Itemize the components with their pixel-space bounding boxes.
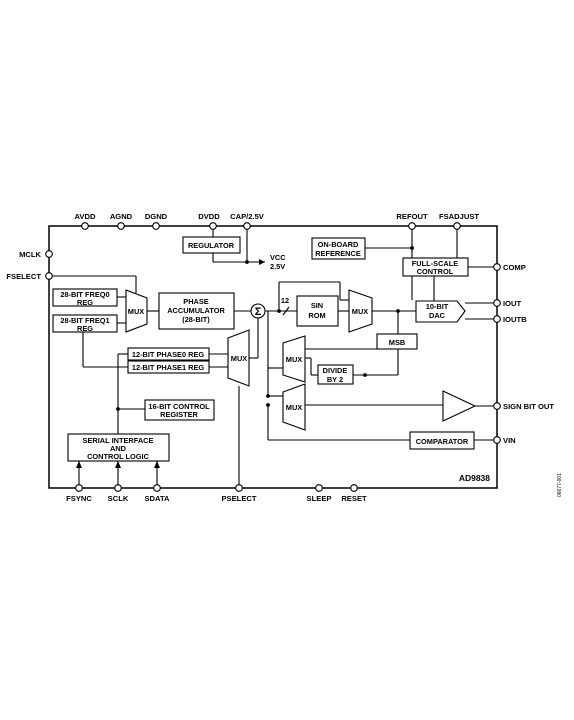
top-pins: AVDD AGND DGND DVDD CAP/2.5V REFOUT FSAD… [75, 212, 479, 230]
serial-interface-block: SERIAL INTERFACE AND CONTROL LOGIC [67, 433, 170, 462]
comparator-block: COMPARATOR [409, 431, 475, 450]
svg-text:CAP/2.5V: CAP/2.5V [230, 212, 265, 221]
output-mux: MUX [348, 289, 373, 333]
arrowheads [76, 259, 265, 468]
svg-text:MUX: MUX [286, 355, 302, 364]
svg-text:12-BIT PHASE0 REG: 12-BIT PHASE0 REG [132, 350, 205, 359]
regulator-block: REGULATOR [182, 236, 241, 254]
bottom-pins: FSYNC SCLK SDATA PSELECT SLEEP RESET [66, 484, 367, 503]
svg-text:REFOUT: REFOUT [396, 212, 428, 221]
svg-text:DGND: DGND [145, 212, 168, 221]
svg-text:AND: AND [110, 444, 127, 453]
svg-text:FSYNC: FSYNC [66, 494, 92, 503]
svg-text:PHASE: PHASE [183, 297, 209, 306]
msb-block: MSB [376, 333, 418, 350]
svg-text:28-BIT FREQ0: 28-BIT FREQ0 [60, 290, 109, 299]
svg-text:DVDD: DVDD [198, 212, 220, 221]
svg-text:12-BIT PHASE1 REG: 12-BIT PHASE1 REG [132, 363, 205, 372]
svg-text:(28-BIT): (28-BIT) [182, 315, 210, 324]
svg-text:DIVIDE: DIVIDE [323, 366, 348, 375]
svg-text:MUX: MUX [128, 307, 144, 316]
svg-text:Σ: Σ [255, 306, 262, 318]
svg-text:MUX: MUX [352, 307, 368, 316]
svg-text:REG: REG [77, 298, 93, 307]
freq0-register: 28-BIT FREQ0 REG [52, 288, 118, 307]
svg-text:MUX: MUX [286, 403, 302, 412]
svg-text:VCC: VCC [270, 253, 286, 262]
phase1-register: 12-BIT PHASE1 REG [127, 360, 210, 374]
dac-block: 10-BIT DAC [415, 300, 466, 323]
svg-text:PSELECT: PSELECT [221, 494, 256, 503]
junctions [116, 246, 414, 411]
svg-text:16-BIT CONTROL: 16-BIT CONTROL [148, 402, 210, 411]
svg-text:ROM: ROM [308, 311, 325, 320]
svg-text:COMPARATOR: COMPARATOR [416, 437, 469, 446]
signbit-mux: MUX [282, 383, 306, 431]
svg-text:FULL-SCALE: FULL-SCALE [412, 259, 458, 268]
svg-text:ON-BOARD: ON-BOARD [318, 240, 359, 249]
svg-text:VIN: VIN [503, 436, 516, 445]
freq-mux: MUX [125, 289, 148, 333]
left-pins: MCLK FSELECT [6, 250, 53, 281]
chip-name: AD9838 [459, 473, 490, 483]
svg-text:IOUT: IOUT [503, 299, 522, 308]
bus-width-marker: 12 [281, 296, 290, 316]
svg-text:SLEEP: SLEEP [307, 494, 332, 503]
svg-text:REFERENCE: REFERENCE [315, 249, 361, 258]
svg-text:SCLK: SCLK [108, 494, 129, 503]
svg-text:SDATA: SDATA [144, 494, 170, 503]
svg-text:SIN: SIN [311, 301, 323, 310]
svg-text:2.5V: 2.5V [270, 262, 285, 271]
svg-text:AVDD: AVDD [75, 212, 96, 221]
svg-text:MCLK: MCLK [19, 250, 41, 259]
figure-id: 06677-001 [557, 473, 563, 497]
fullscale-control-block: FULL-SCALE CONTROL [402, 257, 469, 277]
svg-text:REGULATOR: REGULATOR [188, 241, 235, 250]
phase0-register: 12-BIT PHASE0 REG [127, 347, 210, 361]
svg-text:REGISTER: REGISTER [160, 410, 198, 419]
svg-text:28-BIT FREQ1: 28-BIT FREQ1 [60, 316, 109, 325]
svg-text:FSELECT: FSELECT [6, 272, 41, 281]
svg-text:SERIAL INTERFACE: SERIAL INTERFACE [83, 436, 154, 445]
freq1-register: 28-BIT FREQ1 REG [52, 314, 118, 333]
divide-by-2-block: DIVIDE BY 2 [317, 364, 354, 385]
svg-text:12: 12 [281, 296, 289, 305]
onboard-reference-block: ON-BOARD REFERENCE [311, 237, 366, 260]
vcc-label: VCC 2.5V [270, 253, 286, 271]
svg-text:MUX: MUX [231, 354, 247, 363]
phase-mux: MUX [227, 329, 250, 387]
control-register-block: 16-BIT CONTROL REGISTER [144, 399, 215, 421]
svg-text:10-BIT: 10-BIT [426, 302, 449, 311]
right-pins: COMP IOUT IOUTB SIGN BIT OUT VIN [493, 263, 554, 445]
svg-text:MSB: MSB [389, 338, 405, 347]
wires [49, 226, 497, 488]
chip-boundary [48, 225, 498, 489]
svg-text:BY 2: BY 2 [327, 375, 343, 384]
svg-text:IOUTB: IOUTB [503, 315, 527, 324]
svg-text:RESET: RESET [341, 494, 367, 503]
summer: Σ [250, 303, 266, 319]
svg-text:DAC: DAC [429, 311, 446, 320]
svg-text:SIGN BIT OUT: SIGN BIT OUT [503, 402, 554, 411]
svg-text:CONTROL: CONTROL [417, 267, 454, 276]
phase-accumulator-block: PHASE ACCUMULATOR (28-BIT) [158, 292, 235, 330]
svg-text:REG: REG [77, 324, 93, 333]
svg-text:CONTROL LOGIC: CONTROL LOGIC [87, 452, 150, 461]
divide-mux: MUX [282, 335, 306, 383]
svg-text:ACCUMULATOR: ACCUMULATOR [167, 306, 225, 315]
output-buffer [442, 390, 477, 422]
svg-text:AGND: AGND [110, 212, 133, 221]
svg-text:FSADJUST: FSADJUST [439, 212, 479, 221]
svg-text:COMP: COMP [503, 263, 526, 272]
sin-rom-block: SIN ROM [296, 295, 339, 327]
